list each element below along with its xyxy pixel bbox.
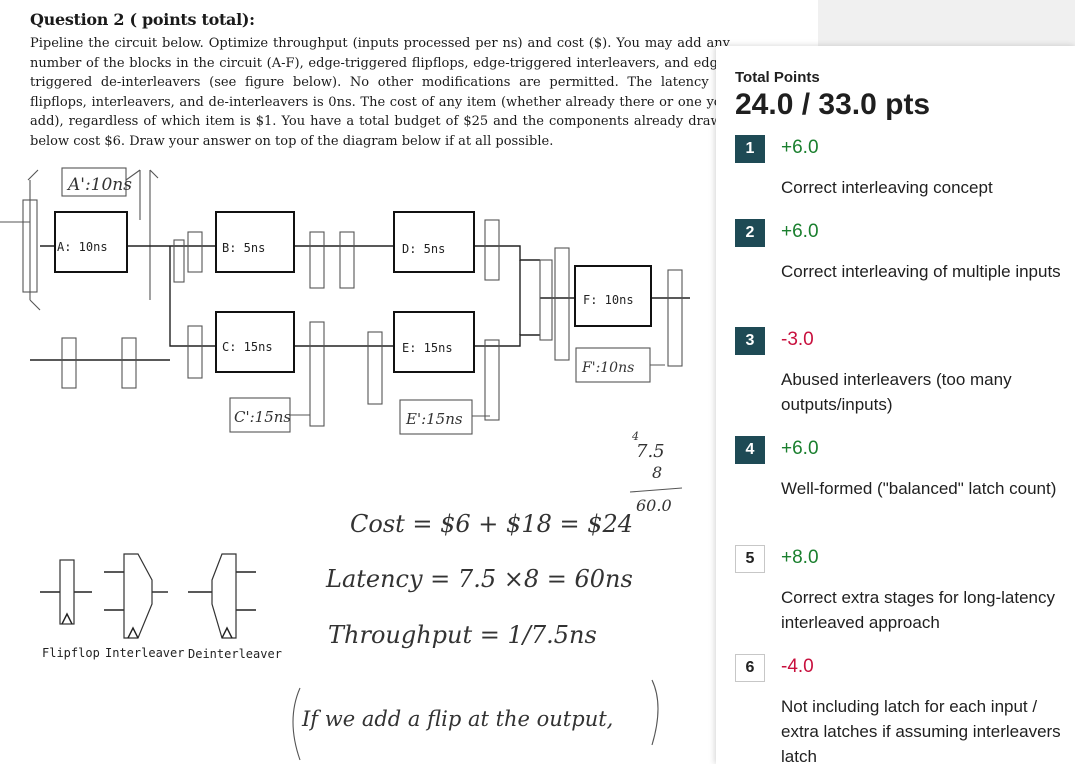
block-c: C: 15ns: [215, 311, 295, 373]
calc-a: 7.5: [636, 441, 665, 462]
block-d: D: 5ns: [393, 211, 475, 273]
note-line: If we add a flip at the output,: [301, 707, 613, 731]
legend-deinterleaver-symbol: [188, 553, 256, 639]
block-a: A: 10ns: [54, 211, 128, 273]
added-block-e-prime: E':15ns: [399, 399, 473, 435]
added-block-c-prime: C':15ns: [229, 397, 291, 433]
total-points-label: Total Points: [735, 69, 820, 86]
rubric-item-number: 6: [735, 654, 765, 682]
block-e: E: 15ns: [393, 311, 475, 373]
throughput-line: Throughput = 1/7.5ns: [328, 621, 597, 649]
added-block-c-prime-label: C':15ns: [234, 408, 291, 426]
block-b-label: B: 5ns: [222, 241, 265, 255]
rubric-panel: Total Points 24.0 / 33.0 pts 1 +6.0 Corr…: [716, 46, 1075, 764]
rubric-item-number: 5: [735, 545, 765, 573]
question-text: Pipeline the circuit below. Optimize thr…: [30, 36, 730, 149]
calc-top: 4: [631, 430, 639, 443]
rubric-item-number: 4: [735, 436, 765, 464]
block-e-label: E: 15ns: [402, 341, 453, 355]
calc-result: 60.0: [636, 496, 672, 515]
rubric-item-number: 1: [735, 135, 765, 163]
question-title: Question 2 ( points total):: [30, 10, 255, 29]
rubric-item-points: +8.0: [781, 547, 819, 568]
pencil-latches: [22, 199, 683, 427]
total-points-score: 24.0 / 33.0 pts: [735, 88, 931, 121]
block-b: B: 5ns: [215, 211, 295, 273]
block-c-label: C: 15ns: [222, 340, 273, 354]
added-block-a-prime-label: A':10ns: [66, 175, 132, 195]
added-block-e-prime-label: E':15ns: [405, 410, 463, 428]
circuit-diagram: A':10ns A: 10ns B: 5ns C: 15ns D: 5ns: [0, 167, 690, 761]
calc-b: 8: [652, 463, 662, 482]
rubric-item-points: +6.0: [781, 438, 819, 459]
rubric-item-description: Correct interleaving of multiple inputs: [781, 262, 1061, 281]
legend-interleaver-label: Interleaver: [105, 646, 184, 660]
rubric-item-description: Abused interleavers (too many outputs/in…: [781, 370, 1012, 414]
block-f-label: F: 10ns: [583, 293, 634, 307]
added-block-f-prime: F':10ns: [575, 347, 651, 383]
rubric-item-points: +6.0: [781, 137, 819, 158]
rubric-item-number: 2: [735, 219, 765, 247]
added-block-f-prime-label: F':10ns: [581, 360, 634, 376]
rubric-item-description: Correct extra stages for long-latency in…: [781, 588, 1056, 632]
block-d-label: D: 5ns: [402, 242, 445, 256]
added-block-a-prime: A':10ns: [61, 167, 132, 197]
rubric-item-points: -4.0: [781, 656, 814, 677]
rubric-item-number: 3: [735, 327, 765, 355]
rubric-item-description: Correct interleaving concept: [781, 178, 993, 197]
rubric-item-points: +6.0: [781, 221, 819, 242]
block-f: F: 10ns: [574, 265, 652, 327]
block-a-label: A: 10ns: [57, 240, 108, 254]
legend-flipflop-label: Flipflop: [42, 646, 100, 660]
legend-flipflop-symbol: [40, 559, 92, 625]
legend-interleaver-symbol: [104, 553, 168, 639]
cost-line: Cost = $6 + $18 = $24: [350, 510, 633, 538]
legend-deinterleaver-label: Deinterleaver: [188, 647, 282, 661]
rubric-item-points: -3.0: [781, 329, 814, 350]
latency-line: Latency = 7.5 ×8 = 60ns: [325, 565, 633, 593]
rubric-item-description: Not including latch for each input / ext…: [781, 697, 1061, 764]
rubric-item-description: Well-formed ("balanced" latch count): [781, 479, 1057, 498]
question-document: Question 2 ( points total): Pipeline the…: [0, 0, 818, 764]
